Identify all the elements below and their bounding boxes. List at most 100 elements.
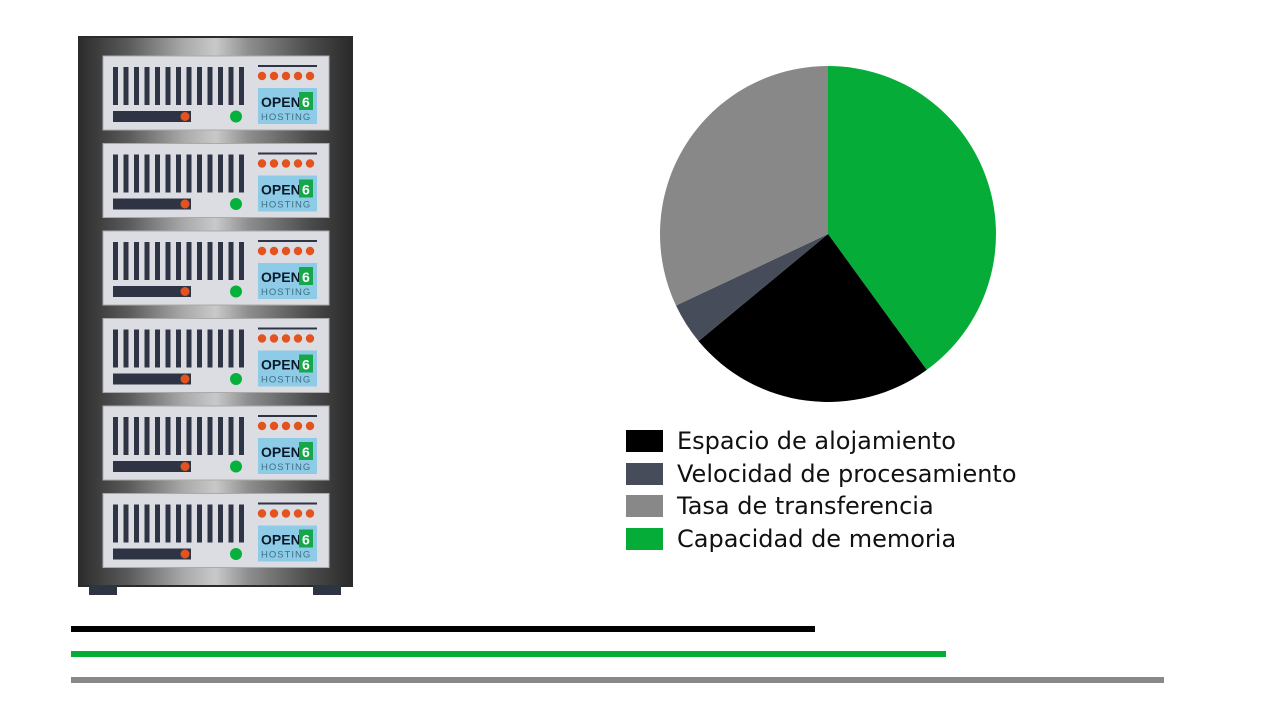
vent-slot (228, 329, 234, 368)
vent-slot (228, 504, 234, 543)
vent-slot (134, 67, 139, 105)
drive-bay (113, 286, 191, 297)
pie-slice-3 (660, 66, 828, 306)
vent-slot (134, 417, 139, 455)
svg-text:OPEN: OPEN (261, 94, 301, 110)
legend-item: Espacio de alojamiento (626, 425, 1017, 458)
indicator-led (269, 71, 279, 81)
vent-slot (207, 329, 213, 368)
indicator-led (257, 246, 267, 256)
vent-slot (144, 67, 150, 105)
legend-item: Velocidad de procesamiento (626, 458, 1017, 491)
power-led (230, 110, 242, 123)
indicator-led (305, 509, 315, 518)
vent-slot (123, 67, 129, 105)
indicator-led (269, 421, 279, 431)
svg-text:OPEN: OPEN (261, 357, 301, 373)
legend-label: Tasa de transferencia (677, 492, 934, 521)
svg-text:OPEN: OPEN (261, 444, 301, 460)
pie-slice-2 (675, 234, 828, 342)
indicator-led (305, 246, 315, 256)
vent-slot (176, 504, 181, 543)
vent-slot (123, 504, 129, 543)
drive-bay (113, 548, 191, 560)
legend-item: Capacidad de memoria (626, 523, 1017, 556)
vent-slot (239, 67, 244, 105)
black-line (71, 626, 815, 632)
vent-slot (228, 154, 234, 193)
vent-slot (228, 242, 234, 280)
indicator-led (257, 509, 267, 518)
vent-slot (218, 242, 223, 280)
svg-text:HOSTING: HOSTING (261, 462, 311, 473)
indicator-led (281, 71, 291, 81)
svg-text:HOSTING: HOSTING (261, 200, 311, 211)
vent-slot (165, 67, 171, 105)
power-led (230, 198, 242, 210)
drive-bay (113, 461, 191, 472)
vent-slot (218, 67, 223, 105)
legend-label: Velocidad de procesamiento (677, 459, 1017, 488)
vent-slot (186, 417, 192, 455)
vent-slot (186, 242, 192, 280)
pie-slice-0 (828, 66, 996, 370)
vent-slot (176, 329, 181, 368)
indicator-led (269, 246, 279, 256)
vent-slot (228, 67, 234, 105)
vent-slot (197, 329, 202, 368)
vent-slot (207, 504, 213, 543)
indicator-led (269, 334, 279, 343)
vent-slot (165, 504, 171, 543)
svg-text:OPEN: OPEN (261, 182, 301, 198)
svg-text:6: 6 (302, 532, 310, 548)
vent-slot (113, 154, 118, 193)
power-led (230, 548, 242, 560)
indicator-led (293, 71, 303, 81)
power-led (230, 460, 242, 473)
drive-led (180, 549, 190, 559)
vent-slot (113, 67, 118, 105)
vent-slot (113, 242, 118, 280)
vent-slot (197, 67, 202, 105)
drive-led (180, 199, 190, 209)
legend-item: Tasa de transferencia (626, 490, 1017, 523)
vent-slot (155, 242, 160, 280)
vent-slot (123, 329, 129, 368)
svg-text:OPEN: OPEN (261, 269, 301, 285)
vent-slot (113, 504, 118, 543)
vent-slot (123, 154, 129, 193)
drive-led (180, 112, 190, 121)
vent-slot (197, 242, 202, 280)
indicator-led (257, 159, 267, 168)
vent-slot (186, 154, 192, 193)
vent-slot (113, 417, 118, 455)
vent-slot (123, 417, 129, 455)
vent-slot (155, 417, 160, 455)
vent-slot (155, 329, 160, 368)
legend-label: Espacio de alojamiento (677, 427, 956, 456)
vent-slot (134, 504, 139, 543)
indicator-led (305, 159, 315, 168)
green-line (71, 651, 946, 657)
indicator-led (281, 334, 291, 343)
legend-swatch (626, 462, 663, 485)
drive-bay (113, 111, 191, 122)
vent-slot (176, 67, 181, 105)
indicator-led (293, 334, 303, 343)
vent-slot (186, 504, 192, 543)
pie-slice-1 (698, 234, 927, 403)
vent-slot (165, 417, 171, 455)
vent-slot (239, 329, 244, 368)
vent-slot (197, 154, 202, 193)
pie-chart (660, 66, 996, 403)
